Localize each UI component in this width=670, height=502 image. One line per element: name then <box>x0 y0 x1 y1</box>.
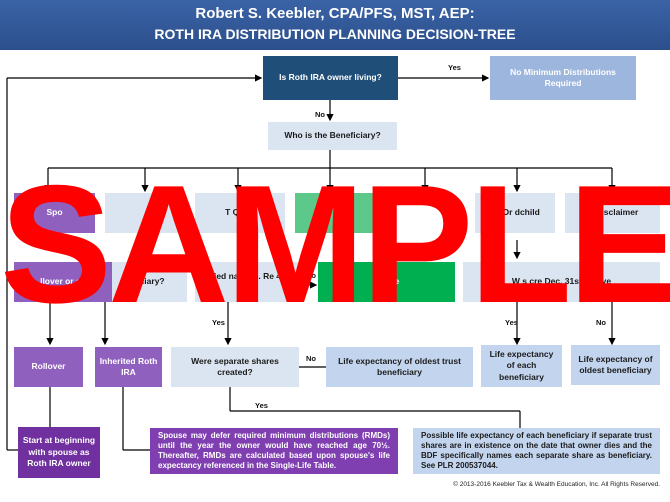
yes-label: Yes <box>505 318 518 327</box>
node-spouse: Spo <box>14 193 95 233</box>
yes-label: Yes <box>255 401 268 410</box>
node-row2-b: ficiary? <box>112 262 187 302</box>
yes-label: Yes <box>448 63 461 72</box>
node-five-year-rule: Fi rule <box>318 262 455 302</box>
node-le-each: Life expectancy of each beneficiary <box>481 345 562 387</box>
node-trust-qualified: alified nate ns. Re 401( A-5 <box>195 262 300 302</box>
node-possible-le: Possible life expectancy of each benefic… <box>413 428 660 474</box>
no-label: No <box>306 271 316 280</box>
node-row1-green <box>295 193 393 233</box>
title-banner: Robert S. Keebler, CPA/PFS, MST, AEP: RO… <box>0 0 670 50</box>
node-disclaimer: C Disclaimer <box>565 193 660 233</box>
node-no-minimum: No Minimum Distributions Required <box>490 56 636 100</box>
node-trust: T Q Dis <box>195 193 285 233</box>
no-label: No <box>306 354 316 363</box>
node-spouse-note: Spouse may defer required minimum distri… <box>150 428 398 474</box>
node-le-oldest-trust: Life expectancy of oldest trust benefici… <box>326 347 473 387</box>
node-le-oldest: Life expectancy of oldest beneficiary <box>571 345 660 385</box>
node-separate-shares: Were separate shares created? <box>171 347 299 387</box>
node-who-beneficiary: Who is the Beneficiary? <box>268 122 397 150</box>
node-separate-accounts: W s cre Dec. 31st of e ye <box>463 262 660 302</box>
node-owner-living: Is Roth IRA owner living? <box>263 56 398 100</box>
copyright: © 2013-2016 Keebler Tax & Wealth Educati… <box>453 481 660 488</box>
no-label: No <box>315 110 325 119</box>
node-start-over: Start at beginning with spouse as Roth I… <box>18 427 100 478</box>
title-line-2: ROTH IRA DISTRIBUTION PLANNING DECISION-… <box>154 26 516 42</box>
title-line-1: Robert S. Keebler, CPA/PFS, MST, AEP: <box>195 5 475 22</box>
yes-label: Yes <box>212 318 225 327</box>
no-label: No <box>596 318 606 327</box>
node-child: ild Or dchild <box>475 193 555 233</box>
node-rollover-question: llover or ed <box>14 262 112 302</box>
node-inherited-roth: Inherited Roth IRA <box>95 347 162 387</box>
node-row1-b <box>105 193 185 233</box>
node-rollover: Rollover <box>14 347 83 387</box>
